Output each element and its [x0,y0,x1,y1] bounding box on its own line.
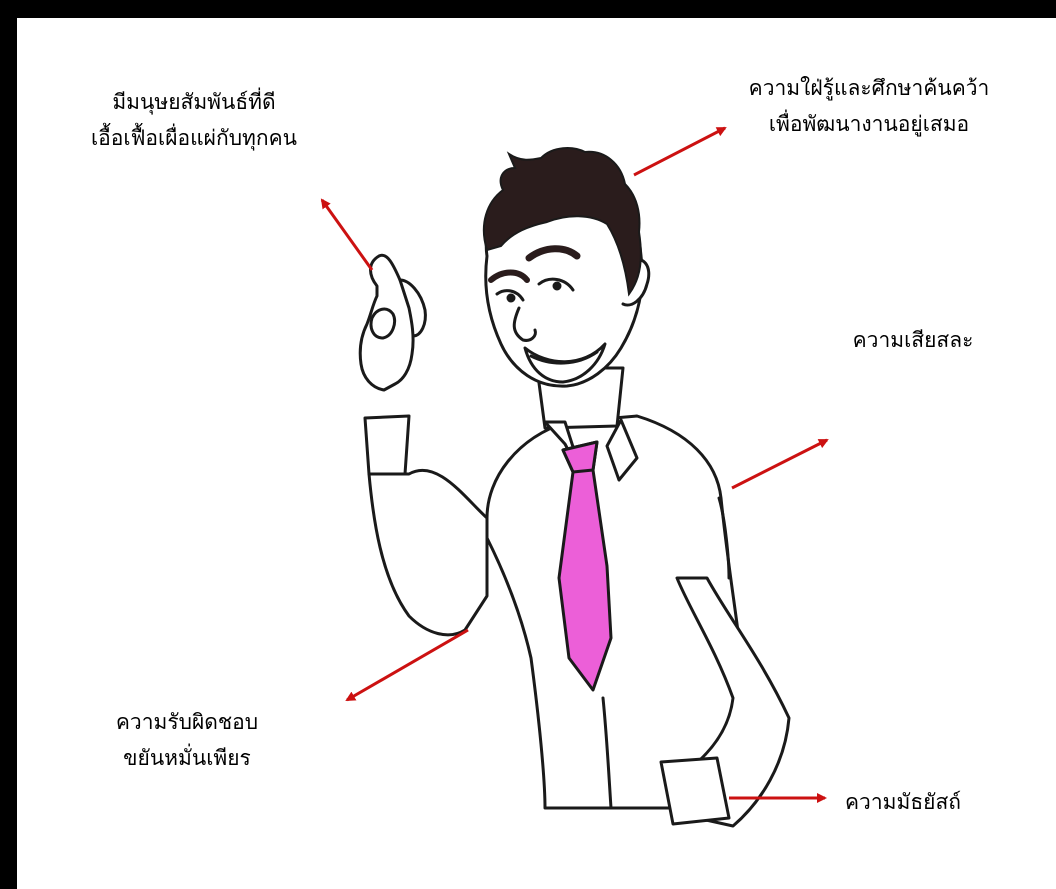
label-sacrifice-line1: ความเสียสละ [852,328,974,352]
collar-right [605,418,639,482]
label-learning-line1: ความใฝ่รู้และศึกษาค้นคว้า [748,76,990,100]
torso-fold [717,496,731,580]
eyebrow-left [488,269,530,283]
arrow-relations [320,198,374,271]
label-sacrifice: ความเสียสละ [833,322,993,358]
label-relations-line2: เอื้อเฟื้อเผื่อแผ่กับทุกคน [90,126,297,150]
finger-loop [369,307,397,340]
label-relations: มีมนุษยสัมพันธ์ที่ดี เอื้อเฟื้อเผื่อแผ่ก… [69,84,319,156]
eyebrow-right [525,245,581,262]
pupil-left [506,293,516,303]
finger-top [398,278,427,338]
arrow-learning [633,126,727,177]
raised-cuff [363,414,411,476]
nose [512,306,537,342]
arrow-sacrifice [731,438,829,490]
raised-hand [358,253,415,392]
man-figure [358,192,791,828]
diagram-panel: มีมนุษยสัมพันธ์ที่ดี เอื้อเฟื้อเผื่อแผ่ก… [17,18,1056,889]
eye-left [495,289,525,302]
teeth-line [529,350,599,365]
illustration [320,126,829,828]
label-learning-line2: เพื่อพัฒนางานอยู่เสมอ [768,112,970,136]
label-responsibility-line2: ขยันหมั่นเพียร [123,746,251,770]
arrow-responsibility [345,628,469,702]
label-relations-line1: มีมนุษยสัมพันธ์ที่ดี [112,90,276,114]
shirt-seam [601,696,613,810]
eye-right [537,277,575,292]
pupil-right [552,281,562,291]
label-honesty-line1: ความมัธยัสถ์ [845,790,961,814]
hair [482,147,642,297]
label-responsibility: ความรับผิดชอบ ขยันหมั่นเพียร [77,704,297,776]
label-responsibility-line1: ความรับผิดชอบ [115,710,259,734]
label-learning: ความใฝ่รู้และศึกษาค้นคว้า เพื่อพัฒนางานอ… [719,70,1019,142]
label-honesty: ความมัธยัสถ์ [823,784,983,820]
raised-arm [367,468,489,637]
tie-knot [561,440,599,474]
hip-cuff [659,756,731,826]
